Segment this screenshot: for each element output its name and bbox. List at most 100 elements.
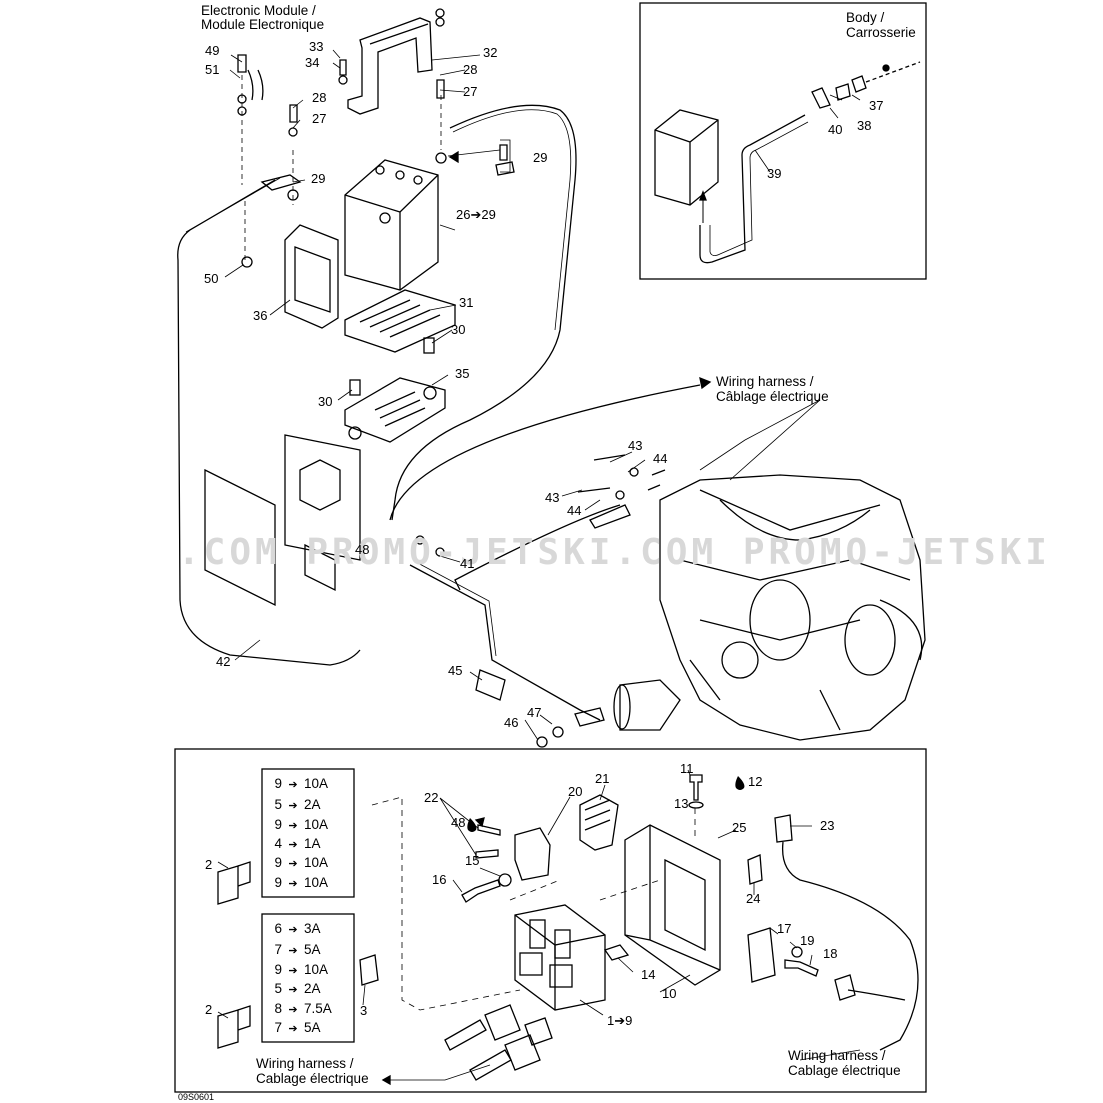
callout-19: 19: [800, 933, 815, 948]
inset-frame-body-ground: [639, 2, 927, 280]
label-body: Body /: [846, 10, 885, 25]
vent-tube-39: [699, 114, 806, 264]
ecm-module: [514, 904, 606, 1011]
screw-22a: [477, 824, 501, 836]
callout-24: 24: [746, 891, 761, 906]
callout-3: 3: [360, 1003, 368, 1018]
fasteners-top: [237, 8, 515, 268]
connector-17: [747, 927, 776, 983]
connector-20: [514, 827, 551, 881]
fuse-row: 9➔10A: [270, 776, 328, 795]
callout-43-top: 43: [628, 438, 643, 453]
screw-22b: [475, 849, 499, 859]
callout-31: 31: [459, 295, 474, 310]
fuse-row: 7➔5A: [270, 1020, 321, 1039]
harness-wire: [389, 384, 701, 591]
callout-48-bottom: 48: [451, 815, 466, 830]
fuse-icon: ➔: [288, 839, 298, 851]
callout-44-top: 44: [653, 451, 668, 466]
fuse-row: 5➔2A: [270, 981, 320, 1000]
bracket-10: [624, 824, 721, 986]
fuse-row: 8 ➔ 7.5A: [270, 1001, 332, 1020]
callout-43-bottom: 43: [545, 490, 560, 505]
drop-12-icon: [735, 776, 745, 790]
callout-42: 42: [216, 654, 231, 669]
callout-44-bottom: 44: [567, 503, 582, 518]
callout-16: 16: [432, 872, 447, 887]
callout-17: 17: [777, 921, 792, 936]
bolt-11: [689, 774, 703, 801]
washer-15: [498, 873, 512, 887]
callout-46: 46: [504, 715, 519, 730]
fuse-number: 6: [274, 921, 282, 936]
callout-25: 25: [732, 820, 747, 835]
fuse-icon: ➔: [288, 1023, 298, 1035]
fuse-amperage: 10A: [304, 962, 329, 977]
callout-26: 26➔29: [456, 207, 496, 222]
callout-40: 40: [828, 122, 843, 137]
connector-23: [774, 814, 919, 1051]
callout-12: 12: [748, 774, 763, 789]
fitting-38: [835, 83, 851, 101]
fuse-icon: ➔: [288, 820, 298, 832]
label-electronic-module: Electronic Module /: [201, 3, 316, 18]
engine-assembly: [659, 474, 926, 741]
fuse-table-top-frame: [261, 768, 355, 898]
cable-41: [391, 104, 577, 521]
callout-1-9: 1➔9: [607, 1013, 633, 1028]
fuse-icon: ➔: [288, 1004, 298, 1016]
starter-motor: [613, 679, 681, 731]
fuse-number: 5: [274, 981, 282, 996]
callout-35: 35: [455, 366, 470, 381]
cable-42: [177, 179, 361, 666]
fuse-amperage: 10A: [304, 875, 329, 890]
bottom-section-frame: [174, 748, 927, 1093]
bushing-30-b: [349, 379, 361, 396]
fuse-amperage: 10A: [304, 776, 329, 791]
callout-29-right: 29: [533, 150, 548, 165]
callout-45: 45: [448, 663, 463, 678]
starter-cable: [409, 564, 601, 721]
connector-21: [579, 794, 619, 851]
fuse-holder-2a: [217, 861, 251, 905]
fuse-icon: ➔: [288, 779, 298, 791]
fuse-row: 5➔2A: [270, 797, 320, 816]
fuse-amperage: 5A: [304, 942, 321, 957]
callout-2-top: 2: [205, 857, 213, 872]
fuse-amperage: 5A: [304, 1020, 321, 1035]
bracket-32: [347, 17, 433, 115]
screw-18: [784, 959, 819, 977]
callout-28-left: 28: [312, 90, 327, 105]
fuse-icon: ➔: [288, 965, 298, 977]
callout-10: 10: [662, 986, 677, 1001]
washer-13: [688, 801, 704, 809]
fuse-number: 9: [274, 855, 282, 870]
fuse-icon: ➔: [288, 878, 298, 890]
fuse-icon: ➔: [288, 945, 298, 957]
clamps-43-44: [577, 454, 666, 529]
plate-35: [344, 377, 446, 443]
callout-20: 20: [568, 784, 583, 799]
bushing-30-a: [423, 337, 435, 354]
washer-47: [552, 726, 564, 738]
module-mount-plate: [204, 434, 361, 607]
fuse-table-bottom-frame: [261, 913, 355, 1043]
callout-21: 21: [595, 771, 610, 786]
callout-13: 13: [674, 796, 689, 811]
callout-27-right: 27: [463, 84, 478, 99]
inset-battery: [654, 109, 719, 206]
callout-28-right: 28: [463, 62, 478, 77]
callout-22: 22: [424, 790, 439, 805]
fuse-number: 5: [274, 797, 282, 812]
callout-47: 47: [527, 705, 542, 720]
fuse-amperage: 1A: [304, 836, 321, 851]
fuse-number: 9: [274, 875, 282, 890]
callout-11: 11: [680, 761, 694, 776]
fuse-amperage: 7.5A: [304, 1001, 332, 1016]
label-wiring-harness-3: Wiring harness /: [788, 1048, 886, 1063]
label-wiring-harness-1: Wiring harness /: [716, 374, 814, 389]
tray-31: [344, 289, 456, 353]
fuse-number: 8: [274, 1001, 282, 1016]
bolt-16: [461, 879, 501, 903]
callout-32: 32: [483, 45, 498, 60]
